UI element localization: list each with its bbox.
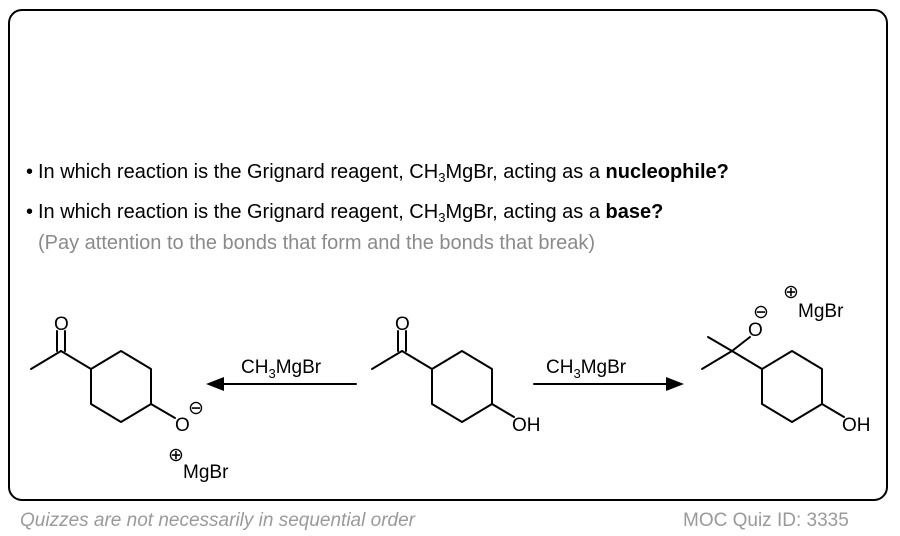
question-text: MgBr, acting as a: [445, 161, 606, 183]
bond: [150, 403, 176, 419]
cyclohexane-ring: [90, 350, 152, 423]
footer-note: Quizzes are not necessarily in sequentia…: [20, 510, 415, 531]
cyclohexane-ring: [431, 350, 493, 423]
left-arrow-head: [206, 377, 224, 391]
hydroxyl-group: OH: [512, 415, 541, 436]
bond: [731, 336, 751, 352]
question-text: MgBr, acting as a: [445, 201, 606, 223]
question-emphasis: base?: [605, 201, 664, 223]
cyclohexane-ring: [761, 350, 823, 423]
bond: [30, 350, 62, 370]
bullet: •: [26, 161, 34, 183]
quiz-id: MOC Quiz ID: 3335: [683, 510, 849, 531]
bullet: •: [26, 201, 34, 223]
bond: [491, 403, 515, 418]
question-emphasis: nucleophile?: [605, 161, 729, 183]
bond: [707, 336, 733, 352]
right-reagent-label: CH3MgBr: [546, 357, 627, 381]
subscript: 3: [438, 170, 446, 185]
counterion-label: MgBr: [183, 462, 229, 483]
carbonyl-oxygen: O: [54, 314, 69, 335]
left-reagent-label: CH3MgBr: [241, 357, 322, 381]
bond: [821, 403, 845, 418]
bond: [731, 350, 763, 370]
bond: [701, 350, 733, 370]
carbonyl-oxygen: O: [395, 314, 410, 335]
left-product-structure: [30, 330, 176, 423]
negative-charge: ⊖: [188, 398, 204, 419]
hydroxyl-group: OH: [842, 415, 871, 436]
alkoxide-oxygen: O: [748, 320, 763, 341]
starting-material-structure: [371, 330, 515, 423]
subscript: 3: [438, 210, 446, 225]
question-nucleophile: •In which reaction is the Grignard reage…: [26, 160, 729, 184]
hint-text: (Pay attention to the bonds that form an…: [38, 232, 596, 254]
alkoxide-oxygen: O: [175, 415, 190, 436]
bond: [60, 350, 92, 370]
right-arrow-head: [666, 377, 684, 391]
positive-charge: ⊕: [168, 445, 184, 466]
negative-charge: ⊖: [753, 302, 769, 323]
bond: [371, 350, 403, 370]
question-text: In which reaction is the Grignard reagen…: [38, 201, 439, 223]
question-text: In which reaction is the Grignard reagen…: [38, 161, 439, 183]
bond: [401, 350, 433, 370]
right-product-structure: [701, 336, 845, 423]
question-base: •In which reaction is the Grignard reage…: [26, 200, 663, 224]
quiz-panel: [8, 9, 888, 501]
positive-charge: ⊕: [783, 282, 799, 303]
counterion-label: MgBr: [798, 301, 844, 322]
